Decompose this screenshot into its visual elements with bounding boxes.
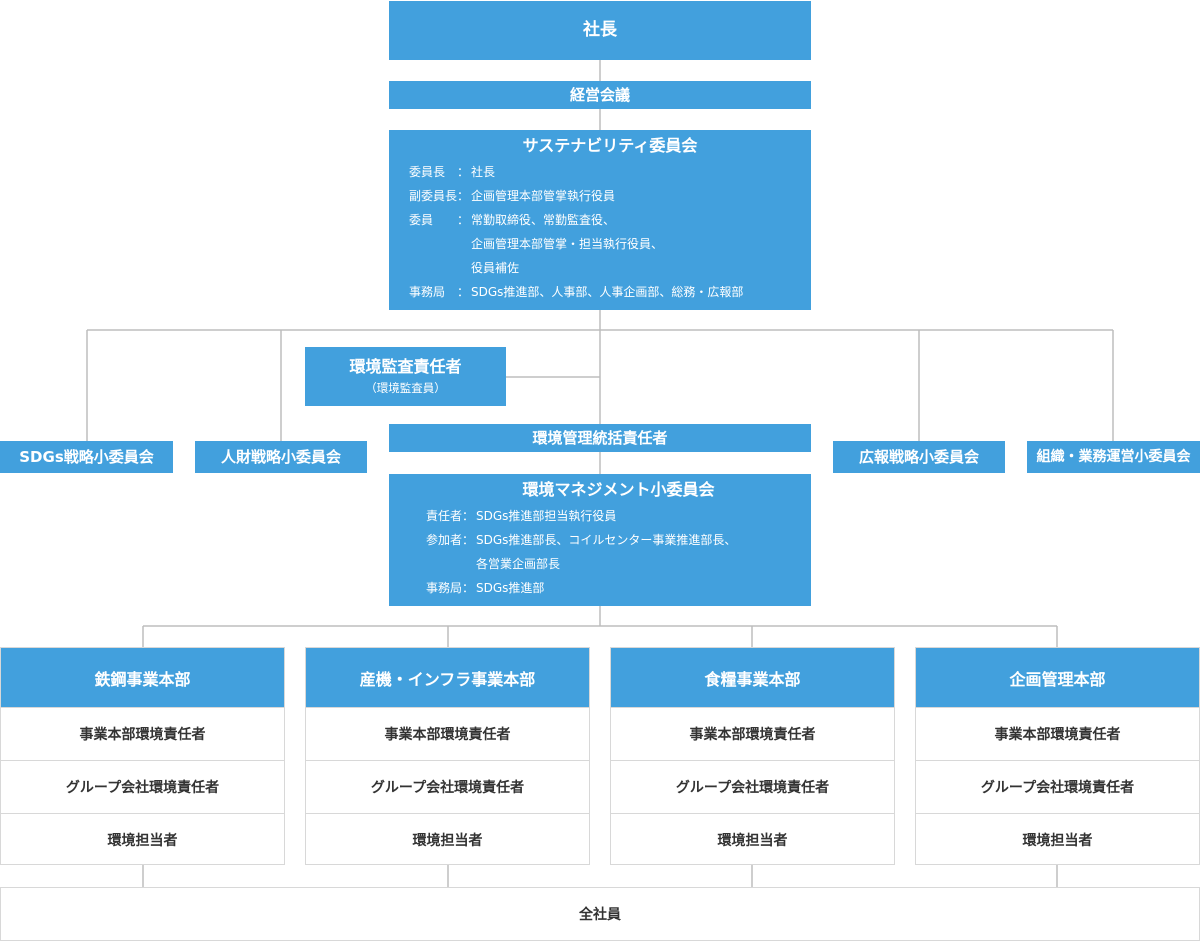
env-management-committee-title: 環境マネジメント小委員会	[522, 480, 715, 499]
division-name: 食糧事業本部	[611, 648, 894, 707]
detail-label: 責任者：	[426, 509, 475, 524]
detail-value: 社長	[471, 165, 496, 180]
division-role: 事業本部環境責任者	[1, 707, 284, 760]
sustainability-committee-title: サステナビリティ委員会	[522, 136, 698, 155]
division-role: グループ会社環境責任者	[611, 760, 894, 813]
detail-label: 委員 ：	[409, 213, 470, 228]
division-name: 企画管理本部	[916, 648, 1199, 707]
management-meeting-box: 経営会議	[389, 81, 811, 109]
detail-label: 事務局 ：	[409, 285, 470, 300]
detail-label: 参加者：	[426, 533, 475, 548]
hr-strategy-subcommittee-label: 人財戦略小委員会	[220, 448, 341, 466]
environmental-auditor-subtitle: （環境監査員）	[365, 381, 446, 396]
division-role: 環境担当者	[1, 813, 284, 866]
president-box: 社長	[389, 1, 811, 60]
detail-label: 副委員長：	[409, 189, 470, 204]
president-label: 社長	[583, 20, 617, 41]
division-role: 事業本部環境責任者	[916, 707, 1199, 760]
division-role: グループ会社環境責任者	[916, 760, 1199, 813]
environmental-auditor-box: 環境監査責任者 （環境監査員）	[305, 347, 506, 406]
sdgs-strategy-subcommittee-label: SDGs戦略小委員会	[19, 448, 154, 466]
division-role: 事業本部環境責任者	[306, 707, 589, 760]
division-name: 産機・インフラ事業本部	[306, 648, 589, 707]
env-management-committee-box: 環境マネジメント小委員会 責任者： SDGs推進部担当執行役員 参加者： SDG…	[389, 474, 811, 606]
all-employees-label: 全社員	[579, 907, 621, 923]
division-role: グループ会社環境責任者	[1, 760, 284, 813]
detail-label: 事務局：	[426, 581, 475, 596]
env-management-committee-details: 責任者： SDGs推進部担当執行役員 参加者： SDGs推進部長、コイルセンター…	[426, 504, 811, 600]
detail-value: SDGs推進部担当執行役員	[476, 509, 617, 524]
division-role: 環境担当者	[916, 813, 1199, 866]
detail-value: 企画管理本部管掌執行役員	[471, 189, 616, 204]
division-role: 事業本部環境責任者	[611, 707, 894, 760]
division-industrial-infrastructure: 産機・インフラ事業本部 事業本部環境責任者 グループ会社環境責任者 環境担当者	[305, 647, 590, 865]
division-role: 環境担当者	[306, 813, 589, 866]
management-meeting-label: 経営会議	[569, 86, 630, 104]
division-role: 環境担当者	[611, 813, 894, 866]
organization-operations-subcommittee-label: 組織・業務運営小委員会	[1036, 448, 1191, 465]
sustainability-committee-details: 委員長 ： 社長 副委員長： 企画管理本部管掌執行役員 委員 ： 常勤取締役、常…	[409, 160, 811, 304]
division-steel: 鉄鋼事業本部 事業本部環境責任者 グループ会社環境責任者 環境担当者	[0, 647, 285, 865]
division-role: グループ会社環境責任者	[306, 760, 589, 813]
pr-strategy-subcommittee-box: 広報戦略小委員会	[833, 441, 1005, 473]
sdgs-strategy-subcommittee-box: SDGs戦略小委員会	[0, 441, 173, 473]
detail-value: 常勤取締役、常勤監査役、 企画管理本部管掌・担当執行役員、 役員補佐	[471, 213, 664, 276]
environmental-general-manager-label: 環境管理統括責任者	[532, 429, 668, 447]
detail-value: SDGs推進部	[476, 581, 545, 596]
environmental-general-manager-box: 環境管理統括責任者	[389, 424, 811, 452]
detail-label: 委員長 ：	[409, 165, 470, 180]
division-name: 鉄鋼事業本部	[1, 648, 284, 707]
division-food: 食糧事業本部 事業本部環境責任者 グループ会社環境責任者 環境担当者	[610, 647, 895, 865]
organization-operations-subcommittee-box: 組織・業務運営小委員会	[1027, 441, 1200, 473]
hr-strategy-subcommittee-box: 人財戦略小委員会	[195, 441, 367, 473]
sustainability-committee-box: サステナビリティ委員会 委員長 ： 社長 副委員長： 企画管理本部管掌執行役員 …	[389, 130, 811, 310]
detail-value: SDGs推進部長、コイルセンター事業推進部長、 各営業企画部長	[476, 533, 737, 572]
pr-strategy-subcommittee-label: 広報戦略小委員会	[858, 448, 979, 466]
division-planning-management: 企画管理本部 事業本部環境責任者 グループ会社環境責任者 環境担当者	[915, 647, 1200, 865]
detail-value: SDGs推進部、人事部、人事企画部、総務・広報部	[471, 285, 744, 300]
environmental-auditor-title: 環境監査責任者	[349, 357, 462, 376]
all-employees-box: 全社員	[0, 887, 1200, 941]
